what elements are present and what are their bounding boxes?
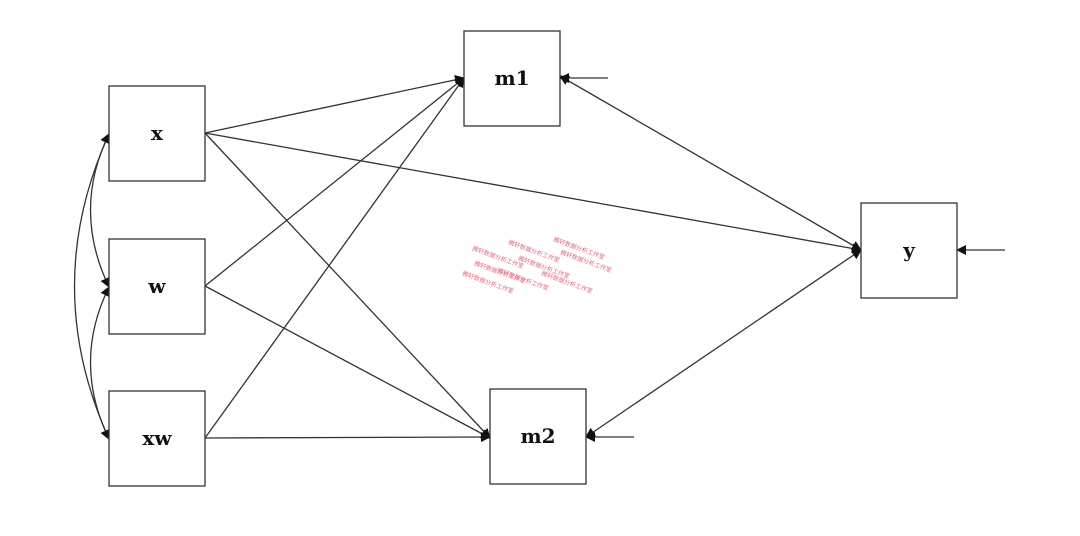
- node-m2-box: [489, 388, 587, 485]
- covariances: [73, 133, 110, 440]
- watermark: 腾轩数据分析工作室 腾轩数据分析工作室 腾轩数据分析工作室 腾轩数据分析工作室 …: [461, 235, 612, 295]
- edge-m1-y: [559, 75, 862, 251]
- node-xw-label: xw: [142, 426, 172, 450]
- edge-x-m2: [204, 132, 491, 439]
- node-x: x: [108, 85, 206, 182]
- edge-m2-y: [585, 249, 862, 438]
- edge-x-m1: [204, 74, 465, 134]
- edges: [204, 74, 862, 443]
- residuals: [559, 73, 1005, 442]
- node-w-box: [108, 238, 206, 335]
- node-m1-label: m1: [494, 66, 529, 90]
- node-w-label: w: [147, 274, 166, 298]
- node-m1-box: [463, 30, 561, 127]
- node-y-box: [860, 202, 958, 299]
- node-y-label: y: [902, 238, 916, 262]
- cov-x-xw: [73, 133, 110, 440]
- node-y: y: [860, 202, 958, 299]
- node-x-label: x: [151, 121, 164, 145]
- node-xw-box: [108, 390, 206, 487]
- node-m2-label: m2: [520, 424, 555, 448]
- node-xw: xw: [108, 390, 206, 487]
- edge-x-y: [204, 132, 862, 254]
- edge-xw-m2: [204, 432, 491, 443]
- edge-w-m2: [204, 285, 491, 439]
- node-m2: m2: [489, 388, 587, 485]
- node-x-box: [108, 85, 206, 182]
- edge-w-m1: [204, 77, 465, 287]
- edge-xw-m1: [204, 77, 465, 439]
- node-w: w: [108, 238, 206, 335]
- node-m1: m1: [463, 30, 561, 127]
